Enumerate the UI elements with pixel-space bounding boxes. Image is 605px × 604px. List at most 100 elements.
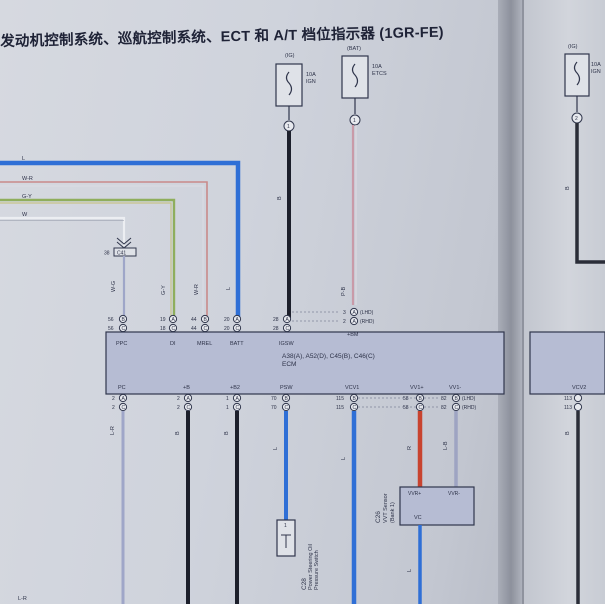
svg-text:PSW: PSW <box>280 385 293 391</box>
fuse-ig-name: IGN <box>306 79 316 85</box>
svg-text:44: 44 <box>191 317 197 323</box>
svg-text:L-R: L-R <box>110 426 116 435</box>
svg-text:2: 2 <box>177 405 180 411</box>
svg-text:A: A <box>172 317 176 323</box>
svg-text:A: A <box>353 319 357 325</box>
wire-l-blue: L <box>0 156 241 318</box>
svg-text:C: C <box>122 326 126 332</box>
fuse-bat-pin: 1 <box>353 118 356 124</box>
c26-id: C26 <box>375 511 382 523</box>
svg-text:+B2: +B2 <box>230 385 240 391</box>
svg-text:VCV1: VCV1 <box>345 385 359 391</box>
svg-text:BATT: BATT <box>230 341 244 347</box>
fuse-bat-rating: 10A <box>372 64 382 70</box>
svg-text:70: 70 <box>271 405 277 411</box>
svg-text:B: B <box>353 396 357 402</box>
svg-text:+BM: +BM <box>347 332 359 338</box>
svg-text:L: L <box>273 447 279 450</box>
fuse-ig-pin: 1 <box>287 124 290 130</box>
fuse-ig2-name: IGN <box>591 69 601 75</box>
svg-text:44: 44 <box>191 326 197 332</box>
fuse-ig2-source: (IG) <box>568 44 578 50</box>
ecm-box: PPC DI MREL BATT IGSW +BM A38(A), A52(D)… <box>105 331 605 395</box>
svg-text:C: C <box>172 326 176 332</box>
svg-text:C: C <box>236 405 240 411</box>
wire-g-y: G-Y <box>0 194 176 318</box>
svg-text:A: A <box>236 396 240 402</box>
svg-text:B: B <box>175 431 181 435</box>
svg-text:VCV2: VCV2 <box>572 385 586 391</box>
svg-text:B: B <box>565 431 571 435</box>
svg-text:R: R <box>407 446 413 450</box>
svg-text:B: B <box>224 431 230 435</box>
svg-text:56: 56 <box>108 326 114 332</box>
wire-w: W <box>0 212 126 246</box>
bottom-pin-row: 2 A 2 C 2 A 2 C 1 A 1 C <box>112 393 583 412</box>
svg-text:C: C <box>236 326 240 332</box>
fuse-bat: (BAT) 10A ETCS 1 <box>341 46 387 126</box>
svg-text:L: L <box>341 457 347 460</box>
svg-text:IGSW: IGSW <box>279 341 294 347</box>
svg-text:L: L <box>407 569 413 572</box>
svg-text:B: B <box>565 186 571 190</box>
wire-right-black <box>575 123 605 264</box>
svg-text:C: C <box>455 405 459 411</box>
svg-text:C: C <box>286 326 290 332</box>
svg-text:B: B <box>285 396 289 402</box>
svg-text:C41: C41 <box>117 251 126 257</box>
svg-text:C: C <box>285 405 289 411</box>
svg-text:(LHD): (LHD) <box>462 396 476 402</box>
ps-oil-switch-c28: 1 C28 Power Steering Oil Pressure Switch <box>276 519 320 590</box>
svg-text:VV1-: VV1- <box>449 385 461 391</box>
svg-text:B: B <box>455 396 459 402</box>
svg-text:82: 82 <box>441 405 447 411</box>
svg-text:VV1+: VV1+ <box>410 385 424 391</box>
svg-text:(RHD): (RHD) <box>360 319 374 325</box>
ecm-label: ECM <box>282 361 296 368</box>
top-pin-row: 56 B 56 C 19 A 18 C 44 B 44 C <box>108 307 374 333</box>
svg-text:W-R: W-R <box>194 284 200 295</box>
svg-text:38: 38 <box>104 251 110 257</box>
svg-text:MREL: MREL <box>197 341 212 347</box>
svg-text:C: C <box>187 405 191 411</box>
svg-text:G-Y: G-Y <box>161 285 167 295</box>
page-edge <box>522 0 524 604</box>
vvt-sensor-c26: VVR+ VVR- VC C26 VVT Sensor (Bank 1) L <box>375 486 475 604</box>
fuse-ig2-rating: 10A <box>591 62 601 68</box>
svg-text:DI: DI <box>170 341 176 347</box>
svg-text:113: 113 <box>564 396 572 402</box>
svg-text:W-R: W-R <box>22 176 33 182</box>
svg-text:C: C <box>419 405 423 411</box>
right-page <box>514 0 605 604</box>
svg-text:56: 56 <box>108 317 114 323</box>
fuse-ig-right: (IG) 10A IGN 2 <box>564 44 601 124</box>
svg-text:58: 58 <box>403 405 409 411</box>
svg-text:VC: VC <box>414 515 422 521</box>
c28-name: Power Steering Oil <box>308 544 314 590</box>
c28-id: C28 <box>301 578 308 590</box>
svg-text:1: 1 <box>284 523 287 529</box>
svg-text:W-G: W-G <box>111 281 117 292</box>
svg-text:C: C <box>204 326 208 332</box>
book-gutter <box>498 0 524 604</box>
svg-text:115: 115 <box>336 396 344 402</box>
svg-text:(LHD): (LHD) <box>360 310 374 316</box>
svg-text:B: B <box>277 196 283 200</box>
svg-text:PC: PC <box>118 385 126 391</box>
svg-text:VVR-: VVR- <box>448 491 460 497</box>
svg-text:B: B <box>122 317 126 323</box>
fuse-bat-name: ETCS <box>372 71 387 77</box>
svg-text:2: 2 <box>112 396 115 402</box>
svg-text:PPC: PPC <box>116 341 127 347</box>
svg-text:P-B: P-B <box>341 287 347 297</box>
svg-text:+B: +B <box>183 385 190 391</box>
svg-text:L-B: L-B <box>443 441 449 450</box>
svg-text:28: 28 <box>273 317 279 323</box>
svg-text:1: 1 <box>226 405 229 411</box>
svg-text:20: 20 <box>224 317 230 323</box>
svg-text:C: C <box>122 405 126 411</box>
svg-text:20: 20 <box>224 326 230 332</box>
svg-text:18: 18 <box>160 326 166 332</box>
